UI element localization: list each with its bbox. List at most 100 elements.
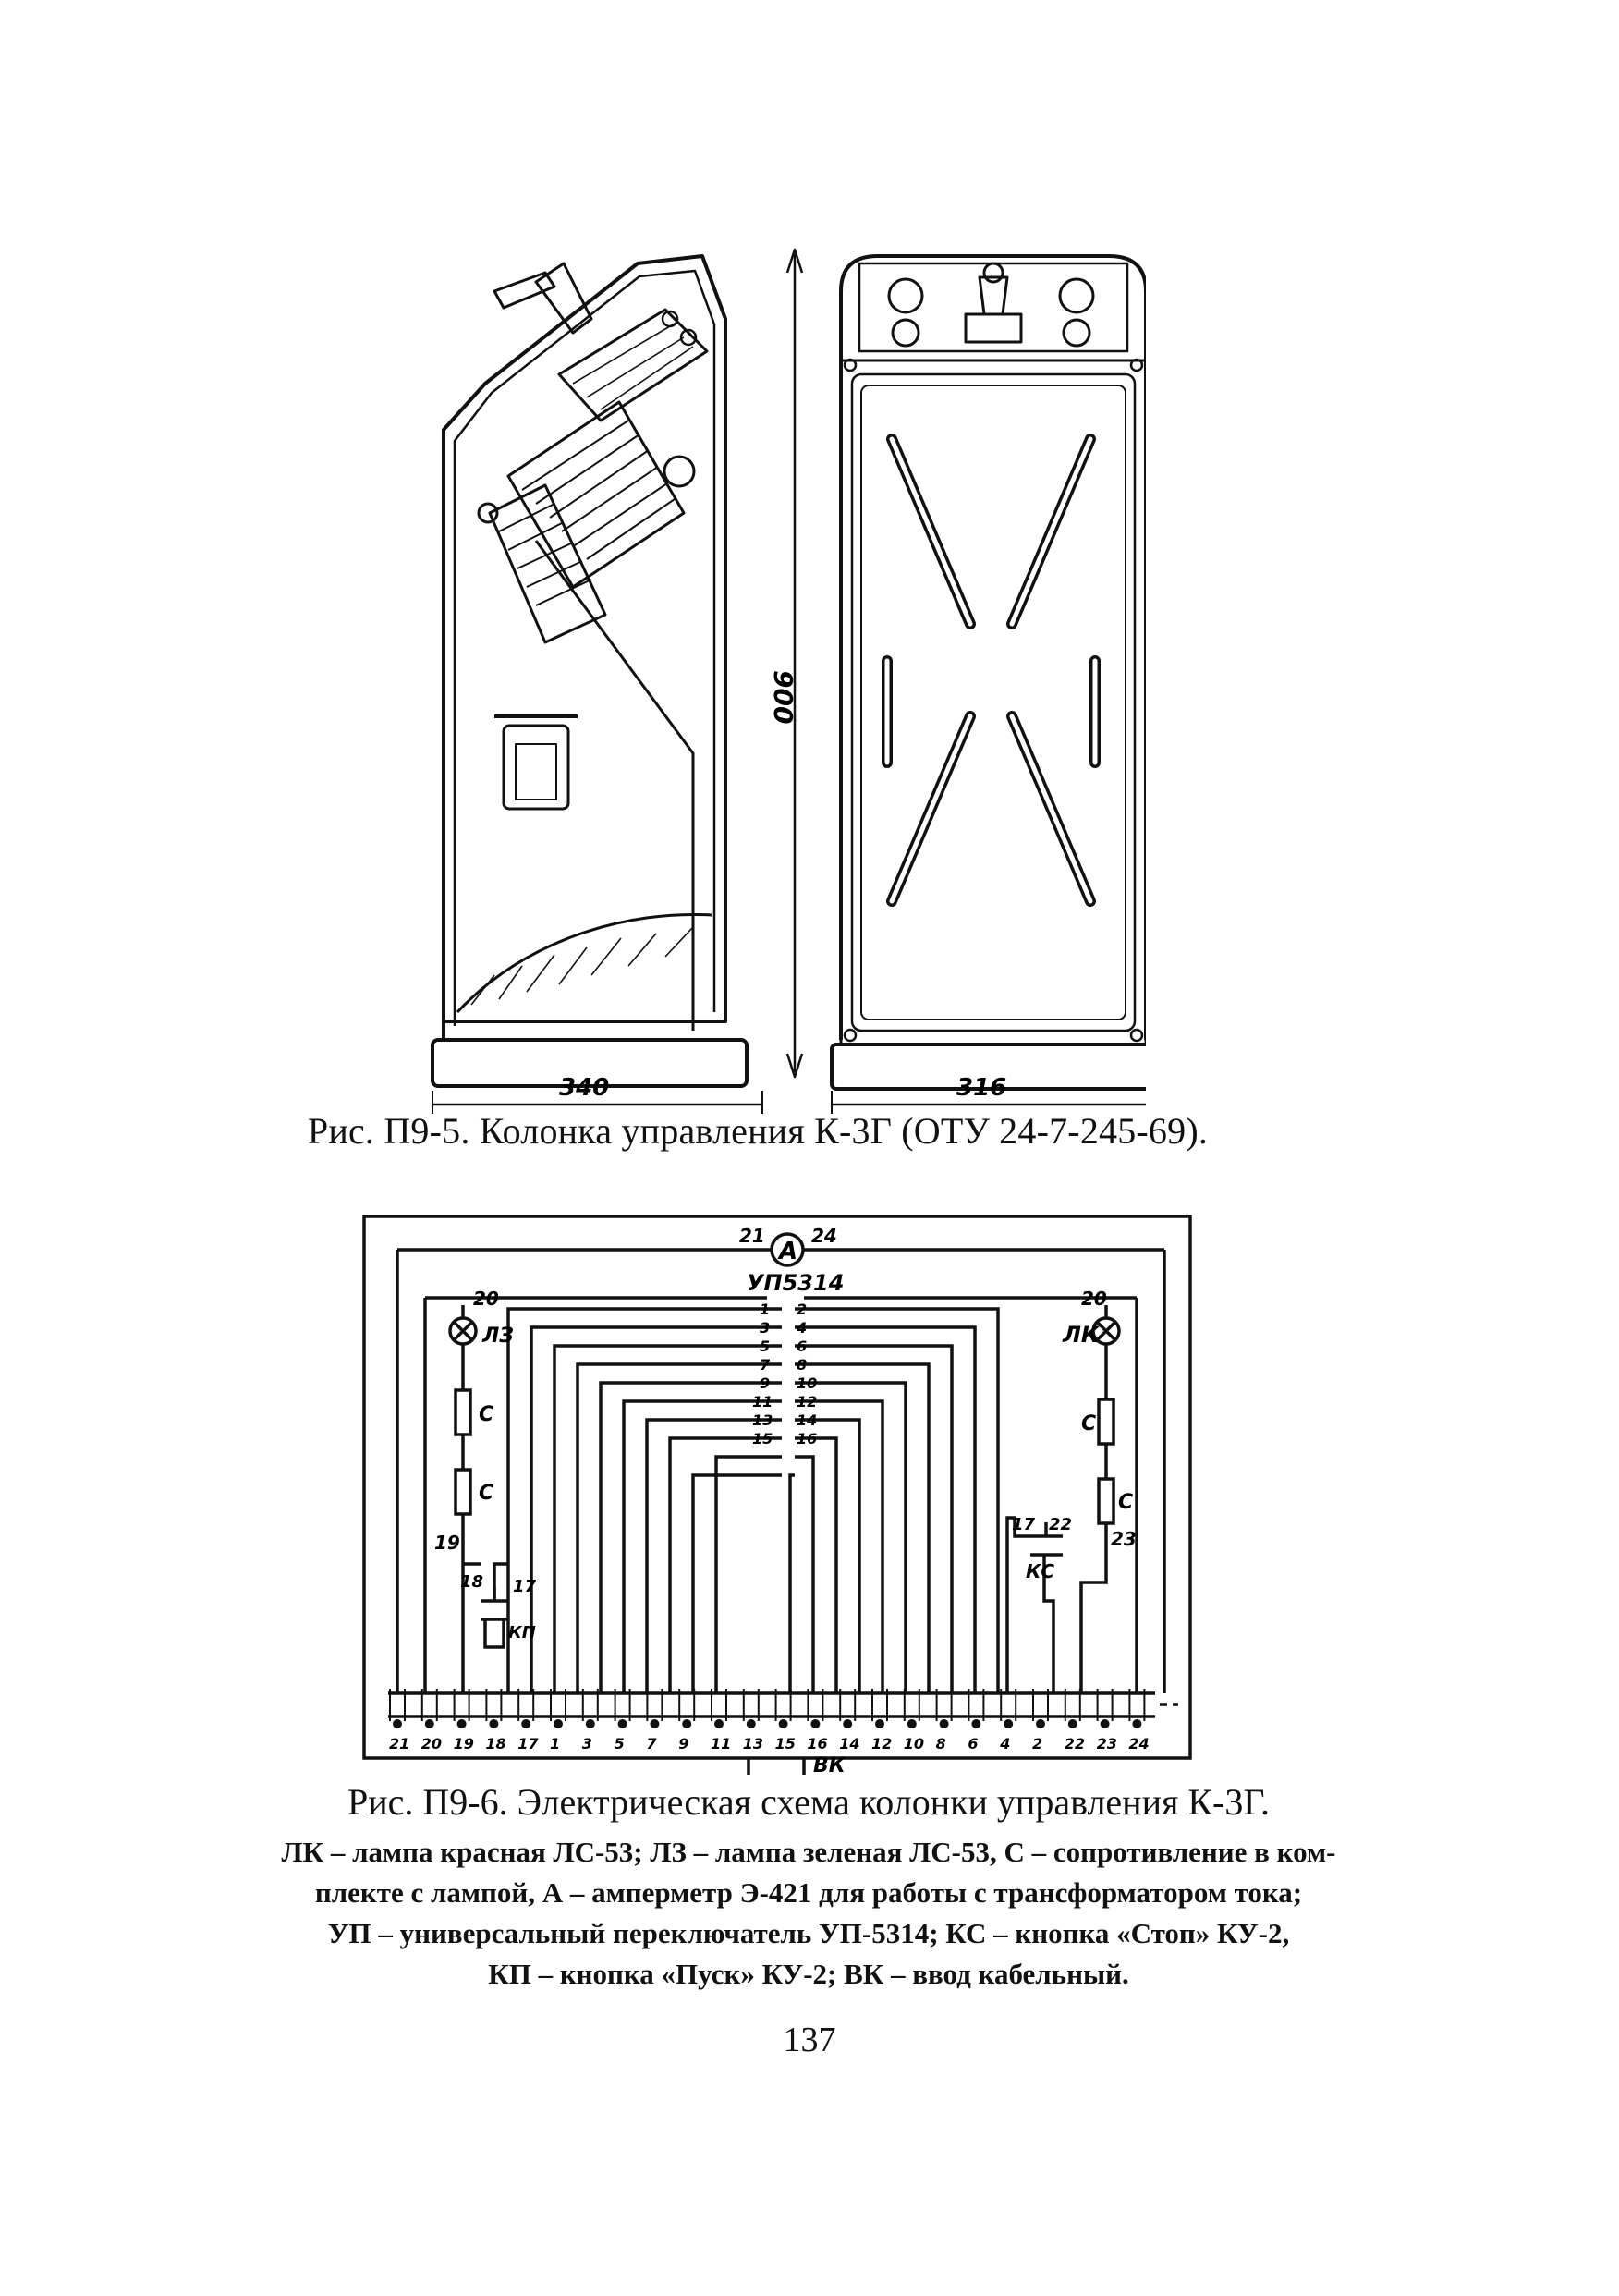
terminal-mark [1100, 1719, 1110, 1728]
terminal-number: 11 [711, 1735, 731, 1753]
terminal-mark [1004, 1719, 1014, 1728]
terminal-bracket [678, 1689, 696, 1721]
terminal-bracket [839, 1689, 857, 1721]
terminal-bracket [1000, 1689, 1017, 1721]
terminal-number: 1 [550, 1735, 560, 1753]
switch-name: УП5314 [747, 1270, 844, 1296]
switch-contact-left: 7 [760, 1356, 771, 1374]
switch-contact-left: 13 [752, 1411, 773, 1429]
switch-contact-right: 14 [797, 1411, 817, 1429]
dimension-front-width-label: 316 [956, 1074, 1006, 1102]
terminal-mark [650, 1719, 660, 1728]
left-resistor-2-label: С [479, 1482, 493, 1505]
legend-line: ЛК – лампа красная ЛС-53; ЛЗ – лампа зел… [281, 1836, 1336, 1868]
ammeter-letter: A [777, 1238, 797, 1265]
side-view-base [431, 1038, 749, 1088]
terminal-bracket [453, 1689, 470, 1721]
switch-contact-right: 4 [796, 1319, 807, 1337]
terminal-number: 15 [775, 1735, 796, 1753]
terminal-mark [810, 1719, 821, 1728]
switch-contact-right: 8 [797, 1356, 807, 1374]
right-resistor-1-label: С [1081, 1412, 1096, 1435]
terminal-bracket [1128, 1689, 1146, 1721]
legend-line: КП – кнопка «Пуск» КУ-2; ВК – ввод кабел… [488, 1958, 1129, 1990]
terminal-mark [907, 1719, 917, 1728]
terminal-mark [489, 1719, 499, 1728]
terminal-number: 19 [454, 1735, 474, 1753]
terminal-number: 17 [517, 1735, 539, 1753]
left-resistor-1-label: С [479, 1403, 493, 1426]
terminal-mark [682, 1719, 692, 1728]
right-lower-terminal: 23 [1111, 1528, 1137, 1550]
ammeter-terminal-left: 21 [739, 1225, 765, 1247]
switch-contact-left: 5 [760, 1337, 770, 1355]
terminal-number: 14 [839, 1735, 859, 1753]
terminal-number: 24 [1128, 1735, 1149, 1753]
legend-line: УП – универсальный переключатель УП-5314… [327, 1917, 1290, 1949]
terminal-bracket [711, 1689, 727, 1721]
terminal-mark [778, 1719, 788, 1728]
terminal-mark [554, 1719, 563, 1728]
ammeter-terminal-right: 24 [811, 1225, 837, 1247]
terminal-mark [585, 1719, 595, 1728]
page-number: 137 [783, 2021, 836, 2059]
terminal-mark [1067, 1719, 1077, 1728]
terminal-number: 10 [904, 1735, 924, 1753]
stop-button-label: КС [1026, 1560, 1054, 1582]
switch-contact-right: 16 [797, 1430, 817, 1447]
terminal-bracket [1064, 1689, 1081, 1721]
right-resistor-2-label: С [1118, 1491, 1133, 1514]
terminal-bracket [1032, 1689, 1049, 1721]
legend-line: плекте с лампой, А – амперметр Э-421 для… [314, 1876, 1303, 1909]
switch-contact-right: 2 [797, 1301, 807, 1318]
switch-contact-left: 3 [760, 1319, 770, 1337]
left-lamp-label: ЛЗ [481, 1325, 514, 1348]
cable-entry-label: ВК [813, 1754, 846, 1775]
terminal-number: 8 [936, 1735, 946, 1753]
terminal-mark [746, 1719, 756, 1728]
front-view-base [830, 1043, 1146, 1091]
terminal-bracket [550, 1689, 566, 1721]
terminal-mark [843, 1719, 853, 1728]
start-button-terminal-a: 18 [460, 1572, 483, 1592]
terminal-number: 21 [389, 1735, 409, 1753]
switch-contact-left: 15 [752, 1430, 773, 1447]
terminal-bracket [420, 1689, 438, 1721]
terminal-bracket [389, 1689, 406, 1721]
terminal-number: 20 [421, 1735, 442, 1753]
terminal-bracket [968, 1689, 985, 1721]
terminal-bracket [871, 1689, 888, 1721]
right-lamp-terminal: 20 [1081, 1288, 1107, 1310]
terminal-mark [1132, 1719, 1142, 1728]
terminal-number: 7 [646, 1735, 657, 1753]
left-lamp-terminal: 20 [473, 1288, 499, 1310]
terminal-mark [617, 1719, 627, 1728]
terminal-bracket [581, 1689, 599, 1721]
terminal-bracket [807, 1689, 824, 1721]
terminal-bracket [614, 1689, 631, 1721]
terminal-bracket [774, 1689, 792, 1721]
left-lower-terminal: 19 [434, 1532, 460, 1554]
terminal-number: 9 [678, 1735, 688, 1753]
terminal-mark [1036, 1719, 1045, 1728]
terminal-mark [714, 1719, 724, 1728]
switch-contact-left: 11 [752, 1393, 773, 1411]
front-view-outline [839, 254, 1146, 1040]
terminal-number: 22 [1065, 1735, 1085, 1753]
terminal-number: 6 [968, 1735, 978, 1753]
terminal-mark [875, 1719, 884, 1728]
terminal-number: 5 [615, 1735, 625, 1753]
diagram-border [362, 1215, 1192, 1760]
stop-button-terminal-a: 17 [1012, 1515, 1036, 1534]
switch-contact-left: 1 [760, 1301, 770, 1318]
terminal-number: 4 [999, 1735, 1010, 1753]
terminal-number: 13 [743, 1735, 763, 1753]
switch-contact-right: 12 [797, 1393, 817, 1411]
terminal-number: 2 [1032, 1735, 1042, 1753]
terminal-number: 3 [582, 1735, 592, 1753]
terminal-mark [456, 1719, 467, 1728]
terminal-bracket [935, 1689, 953, 1721]
dimension-height-label: 900 [768, 670, 798, 724]
